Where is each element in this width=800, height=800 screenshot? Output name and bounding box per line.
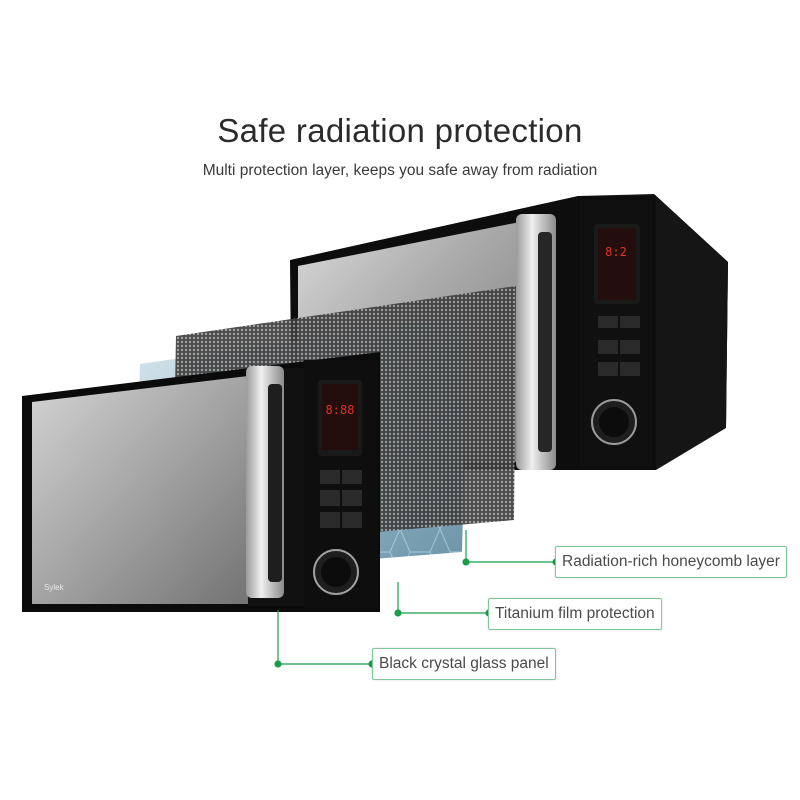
page-title: Safe radiation protection [217, 112, 583, 149]
front-microwave: 8:88 Sylek [22, 352, 380, 612]
callout-honeycomb-layer: Radiation-rich honeycomb layer [555, 546, 787, 578]
callout-titanium-film: Titanium film protection [488, 598, 662, 630]
svg-text:8:2: 8:2 [605, 245, 627, 259]
callout-lines [274, 530, 560, 668]
display-readout: 8:88 [326, 403, 355, 417]
callout-glass-panel: Black crystal glass panel [372, 648, 556, 680]
page-subtitle: Multi protection layer, keeps you safe a… [202, 162, 598, 179]
brand-logo: Sylek [44, 583, 65, 592]
